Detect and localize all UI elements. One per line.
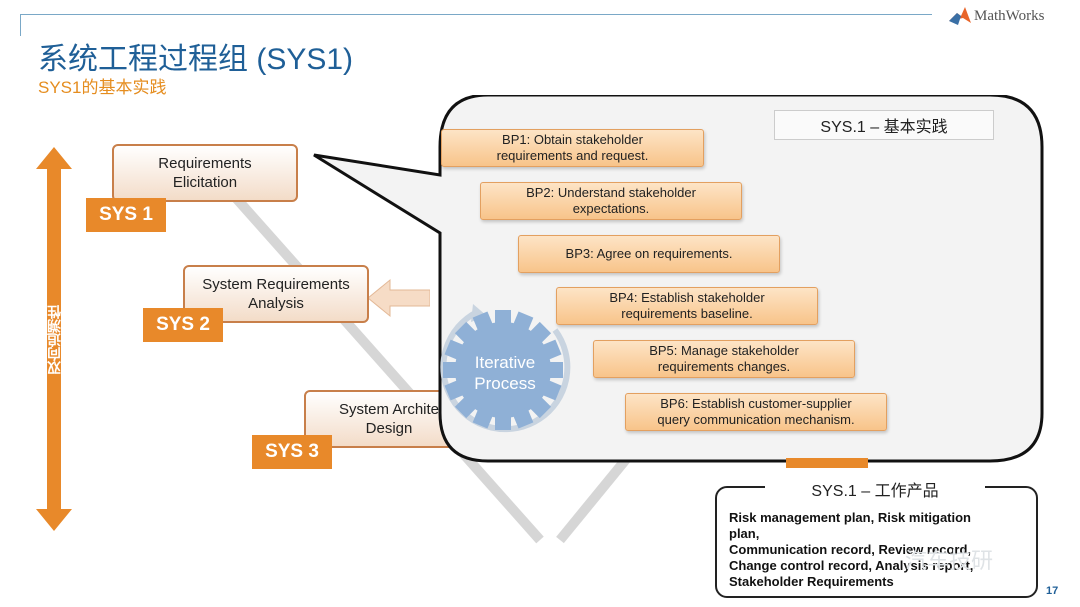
gear-label-line2: Process bbox=[474, 374, 536, 393]
work-products-box bbox=[715, 486, 1038, 598]
stage-tag-sys3: SYS 3 bbox=[252, 435, 332, 469]
stage-tag-sys2: SYS 2 bbox=[143, 308, 223, 342]
stage-label-line2: Analysis bbox=[248, 295, 304, 312]
work-products-accent bbox=[786, 458, 868, 468]
bp2-box: BP2: Understand stakeholder expectations… bbox=[480, 182, 742, 220]
gear-label-line1: Iterative bbox=[474, 353, 536, 372]
page-number: 17 bbox=[1046, 585, 1059, 597]
work-products-list: Risk management plan, Risk mitigation pl… bbox=[729, 510, 1029, 590]
stage-system-requirements-analysis: System Requirements Analysis bbox=[183, 265, 369, 323]
stage-label-line2: Design bbox=[365, 420, 413, 437]
bp-line1: BP5: Manage stakeholder bbox=[649, 343, 799, 358]
gear-label: Iterative Process bbox=[452, 352, 558, 394]
bidirectional-arrow-icon bbox=[36, 147, 72, 531]
work-products-title: SYS.1 – 工作产品 bbox=[765, 476, 985, 502]
base-practices-title: SYS.1 – 基本实践 bbox=[774, 110, 994, 140]
stage-tag-sys1: SYS 1 bbox=[86, 198, 166, 232]
mathworks-logo: MathWorks bbox=[948, 5, 1072, 29]
bp-line2: requirements changes. bbox=[657, 359, 791, 374]
bp-line1: BP3: Agree on requirements. bbox=[565, 246, 733, 261]
bp-line2: query communication mechanism. bbox=[657, 412, 855, 427]
bp-line1: BP4: Establish stakeholder bbox=[609, 290, 765, 305]
bp-line2: requirements baseline. bbox=[621, 306, 753, 321]
bp-line1: BP6: Establish customer-supplier bbox=[660, 396, 852, 411]
watermark: 汽车技研 bbox=[905, 548, 994, 573]
bp5-box: BP5: Manage stakeholder requirements cha… bbox=[593, 340, 855, 378]
bp4-box: BP4: Establish stakeholder requirements … bbox=[556, 287, 818, 325]
page-subtitle: SYS1的基本实践 bbox=[38, 78, 167, 97]
traceability-label: 双向追溯性 bbox=[46, 305, 62, 375]
work-product-line: Stakeholder Requirements bbox=[729, 574, 894, 589]
bp-line1: BP2: Understand stakeholder bbox=[526, 185, 696, 200]
work-product-line: plan, bbox=[729, 526, 760, 541]
stage-requirements-elicitation: Requirements Elicitation bbox=[112, 144, 298, 202]
bp1-box: BP1: Obtain stakeholder requirements and… bbox=[441, 129, 704, 167]
bp-line2: expectations. bbox=[572, 201, 650, 216]
header-rule bbox=[20, 14, 932, 15]
stage-label-line1: System Requirements bbox=[202, 276, 350, 293]
left-arrow-icon bbox=[368, 278, 430, 318]
stage-label-line2: Elicitation bbox=[172, 174, 238, 191]
gear-icon bbox=[440, 304, 571, 433]
bp-line1: BP1: Obtain stakeholder bbox=[502, 132, 643, 147]
header-rule-left bbox=[20, 14, 21, 36]
work-product-line: Communication record, Review record, bbox=[729, 542, 972, 557]
stage-label-line1: System Archite bbox=[338, 401, 440, 418]
bp6-box: BP6: Establish customer-supplier query c… bbox=[625, 393, 887, 431]
membrane-icon bbox=[949, 7, 971, 25]
bp3-box: BP3: Agree on requirements. bbox=[518, 235, 780, 273]
work-product-line: Risk management plan, Risk mitigation bbox=[729, 510, 971, 525]
bp-line2: requirements and request. bbox=[496, 148, 649, 163]
logo-text: MathWorks bbox=[974, 8, 1045, 24]
page-title: 系统工程过程组 (SYS1) bbox=[38, 43, 354, 76]
stage-label-line1: Requirements bbox=[158, 155, 252, 172]
work-product-line: Change control record, Analysis report, bbox=[729, 558, 974, 573]
